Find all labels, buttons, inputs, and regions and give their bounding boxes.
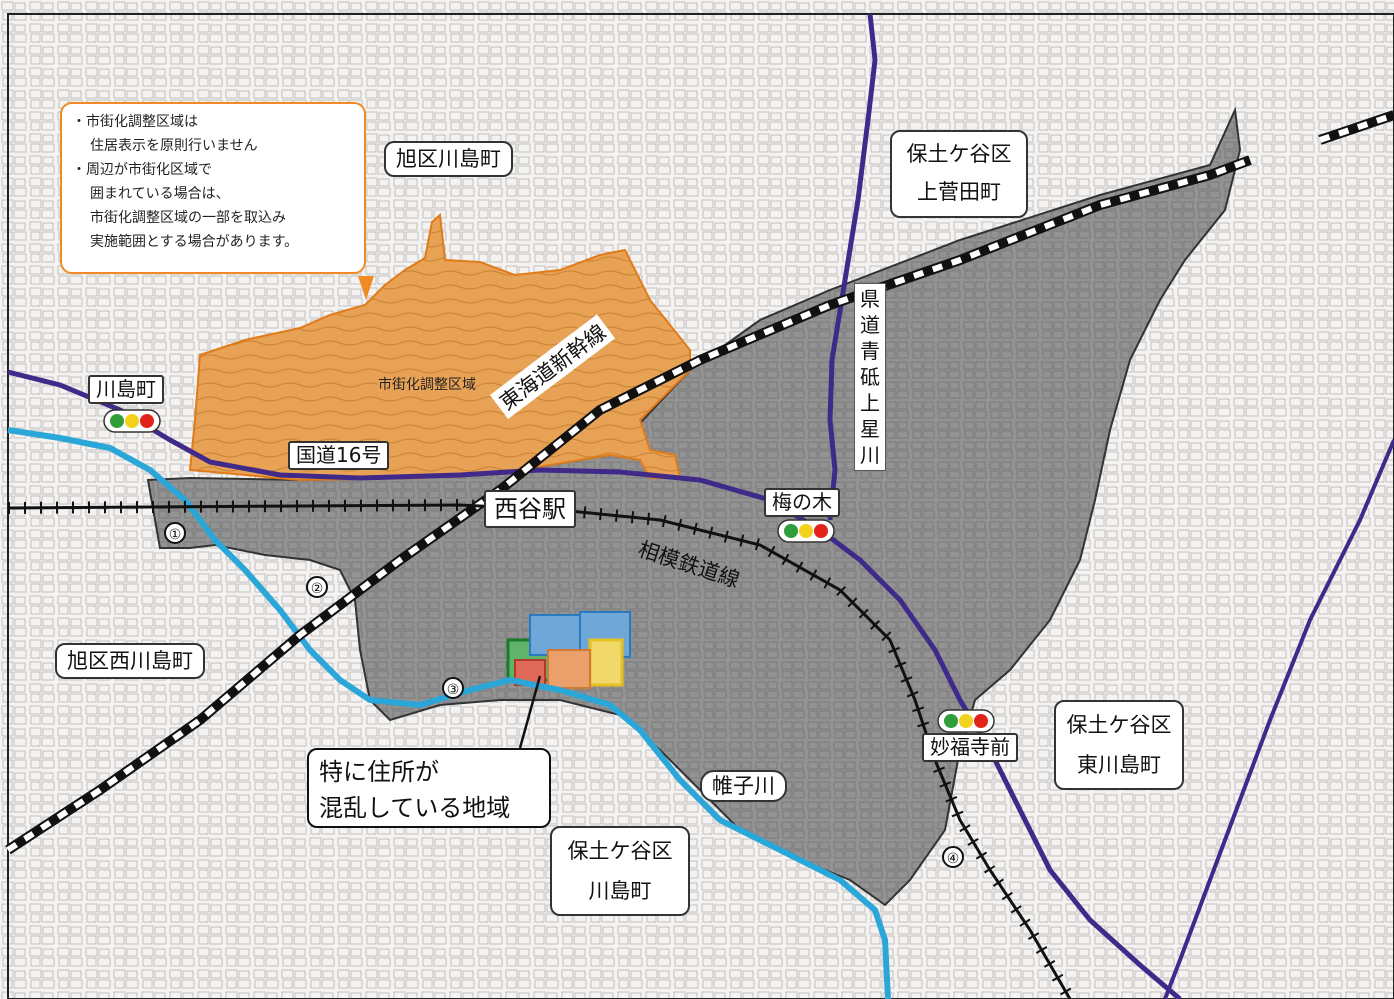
station-label: 西谷駅	[484, 490, 576, 528]
area-label-kamisugeta: 保土ケ谷区 上菅田町	[890, 130, 1028, 218]
signal-kawashimacho	[103, 409, 161, 433]
callout-pointer	[518, 675, 542, 749]
prefectural-road-label: 県 道 青 砥 上 星 川	[854, 283, 886, 471]
river-label: 帷子川	[700, 770, 787, 803]
pref-road-char-2: 道	[860, 313, 880, 337]
river-katabira	[7, 427, 891, 999]
pref-road-char-5: 上	[860, 391, 880, 415]
signal-label-kawashimacho: 川島町	[88, 375, 164, 404]
callout-line-2: 混乱している地域	[319, 794, 511, 822]
kamisugeta-town: 上菅田町	[917, 180, 1001, 204]
note-line-4: 囲まれている場合は、	[90, 186, 230, 202]
confused-area-callout: 特に住所が 混乱している地域	[307, 748, 551, 828]
note-line-1: ・市街化調整区域は	[72, 114, 198, 130]
signal-label-umenoki: 梅の木	[764, 488, 840, 517]
prefectural-road	[827, 13, 878, 521]
callout-line-1: 特に住所が	[319, 758, 439, 786]
higashikawashima-town: 東川島町	[1077, 753, 1161, 777]
pref-road-char-4: 砥	[860, 365, 880, 389]
pref-road-char-3: 青	[860, 339, 880, 363]
confused-address-area	[506, 611, 631, 689]
chosei-area-label: 市街化調整区域	[378, 374, 476, 394]
signal-umenoki	[777, 519, 835, 543]
marker-3: ③	[442, 677, 464, 699]
note-box: ・市街化調整区域は 住居表示を原則行いません ・周辺が市街化区域で 囲まれている…	[60, 102, 366, 274]
note-line-3: ・周辺が市街化区域で	[72, 162, 212, 178]
marker-4: ④	[942, 846, 964, 868]
note-line-6: 実施範囲とする場合があります。	[90, 234, 299, 250]
note-line-2: 住居表示を原則行いません	[90, 138, 258, 154]
area-label-hodogaya-kawashima: 保土ケ谷区 川島町	[550, 826, 690, 916]
kamisugeta-ward: 保土ケ谷区	[906, 142, 1012, 166]
marker-2: ②	[306, 576, 328, 598]
hodogaya-kawashima-town: 川島町	[588, 879, 652, 903]
pref-road-char-6: 星	[860, 417, 880, 441]
marker-1: ①	[164, 522, 186, 544]
signal-label-myofukuji: 妙福寺前	[922, 733, 1018, 762]
higashikawashima-ward: 保土ケ谷区	[1066, 713, 1172, 737]
signal-myofukuji	[937, 709, 995, 733]
area-label-asahi-kawashima: 旭区川島町	[384, 141, 513, 178]
sotetsu-line	[7, 498, 1076, 999]
shinkansen-line	[5, 110, 1394, 855]
area-label-higashikawashima: 保土ケ谷区 東川島町	[1054, 700, 1184, 790]
note-arrow	[358, 276, 374, 300]
note-line-5: 市街化調整区域の一部を取込み	[90, 210, 286, 226]
area-label-nishikawashima: 旭区西川島町	[55, 643, 205, 680]
route-16-label: 国道16号	[288, 441, 390, 470]
hodogaya-kawashima-ward: 保土ケ谷区	[567, 839, 673, 863]
east-highway	[1163, 439, 1394, 999]
pref-road-char-7: 川	[860, 443, 880, 467]
pref-road-char-1: 県	[860, 287, 880, 311]
chosei-area	[188, 212, 691, 482]
